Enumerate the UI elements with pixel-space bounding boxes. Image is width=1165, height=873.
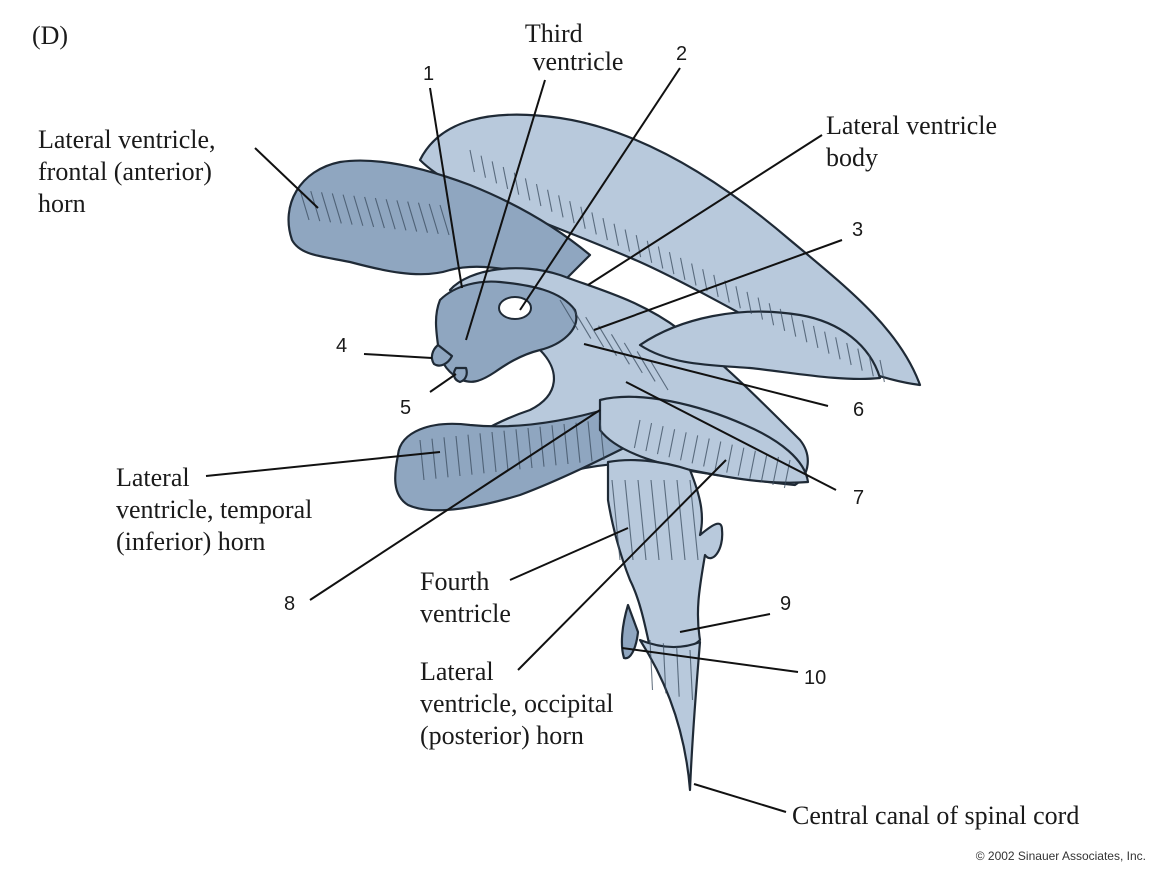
number-7: 7 [853, 487, 864, 509]
number-3: 3 [852, 219, 863, 241]
label-lateral-frontal-horn: Lateral ventricle, frontal (anterior) ho… [38, 125, 222, 218]
leader-central-canal [694, 784, 786, 812]
number-6: 6 [853, 399, 864, 421]
label-lateral-ventricle-body: Lateral ventricle body [826, 111, 1004, 172]
number-1: 1 [423, 63, 434, 85]
label-lateral-occipital-horn: Lateral ventricle, occipital (posterior)… [420, 657, 620, 750]
label-fourth-ventricle: Fourth ventricle [420, 567, 511, 628]
leader-5 [430, 374, 456, 392]
leader-fourth-ventricle [510, 528, 628, 580]
number-5: 5 [400, 397, 411, 419]
number-10: 10 [804, 667, 826, 689]
label-lateral-temporal-horn: Lateral ventricle, temporal (inferior) h… [116, 463, 319, 556]
label-third-ventricle: Third ventricle [525, 19, 624, 76]
number-8: 8 [284, 593, 295, 615]
panel-label: (D) [32, 21, 68, 50]
number-4: 4 [336, 335, 347, 357]
label-central-canal: Central canal of spinal cord [792, 801, 1079, 830]
number-9: 9 [780, 593, 791, 615]
number-2: 2 [676, 43, 687, 65]
copyright-notice: © 2002 Sinauer Associates, Inc. [976, 849, 1146, 863]
leader-10 [622, 648, 798, 672]
leader-4 [364, 354, 432, 358]
